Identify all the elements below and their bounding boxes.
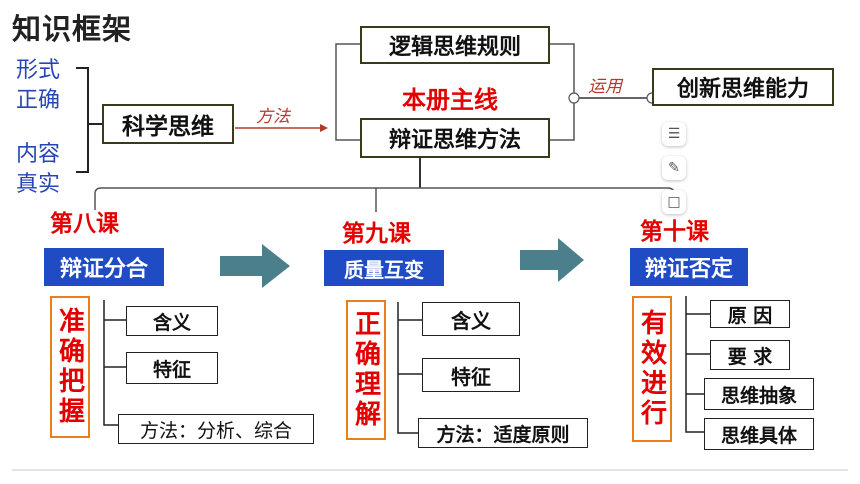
lesson-8-item: 特征	[126, 352, 218, 384]
method-note: 方法	[256, 107, 290, 127]
content-label-2: 真实	[16, 172, 61, 197]
lesson-8-item: 含义	[126, 306, 218, 336]
lesson-8-side: 准确把握	[50, 296, 90, 438]
dialectic-method-box: 辩证思维方法	[360, 118, 550, 158]
science-thinking-box: 科学思维	[102, 104, 234, 144]
arrow-right-icon	[220, 244, 290, 288]
lesson-9-item: 方法：适度原则	[418, 418, 588, 448]
content-label: 内容	[16, 142, 61, 167]
lesson-9-side: 正确理解	[346, 300, 386, 440]
main-line-label: 本册主线	[402, 86, 498, 114]
lesson-10-item: 思维具体	[704, 418, 814, 450]
lesson-9-topic: 质量互变	[324, 250, 444, 286]
lesson-10-topic: 辩证否定	[630, 248, 748, 286]
arrow-right-icon	[520, 238, 584, 282]
page-title: 知识框架	[12, 12, 133, 46]
lesson-8-item: 方法：分析、综合	[118, 414, 314, 444]
frame-icon[interactable]: □	[662, 190, 686, 214]
lesson-8-label: 第八课	[50, 211, 119, 237]
lesson-9-item: 含义	[422, 302, 520, 336]
use-note: 运用	[588, 77, 622, 97]
form-label-2: 正确	[16, 88, 61, 113]
logic-rule-box: 逻辑思维规则	[360, 26, 550, 64]
lesson-8-topic: 辩证分合	[44, 248, 164, 286]
lesson-9-item: 特征	[422, 358, 520, 392]
layers-icon[interactable]: ☰	[662, 122, 686, 146]
lesson-10-item: 要 求	[710, 340, 790, 370]
form-label: 形式	[16, 58, 61, 83]
lesson-10-item: 思维抽象	[704, 378, 814, 410]
lesson-10-label: 第十课	[640, 219, 709, 245]
lesson-10-item: 原 因	[710, 300, 790, 328]
pen-icon[interactable]: ✎	[662, 156, 686, 180]
innovation-ability-box: 创新思维能力	[652, 68, 834, 106]
lesson-9-label: 第九课	[342, 221, 411, 247]
lesson-10-side: 有效进行	[632, 296, 672, 442]
